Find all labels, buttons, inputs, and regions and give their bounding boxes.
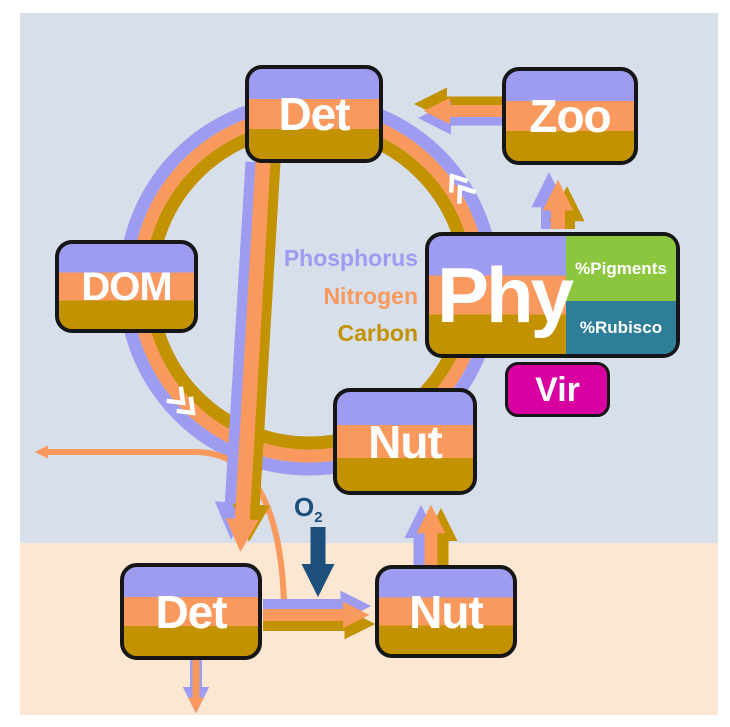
det-sinking-carbon [232, 161, 281, 542]
o2-label: O2 [294, 494, 323, 525]
o2-symbol: O [294, 492, 315, 522]
box-vir: Vir [505, 362, 610, 417]
box-nut-sediment-label: Nut [409, 585, 484, 638]
arrow-nut-sediment-to-water [404, 504, 458, 567]
det-sinking-nitrogen [225, 161, 271, 553]
box-nut-sediment: Nut [375, 565, 517, 658]
arrow-det-to-nut-sediment [263, 590, 376, 640]
box-zoo: Zoo [502, 67, 638, 165]
arrow-det-sinking [214, 161, 281, 553]
legend-phosphorus: Phosphorus [283, 245, 418, 271]
element-legend: Phosphorus Nitrogen Carbon [230, 240, 418, 353]
phy-rubisco-label: %Rubisco [579, 318, 663, 337]
box-det-water-label: Det [278, 88, 350, 140]
box-nut-water-label: Nut [368, 415, 443, 468]
box-nut-water: Nut [333, 388, 477, 495]
box-vir-label: Vir [535, 370, 580, 409]
chevron-icon [176, 396, 196, 416]
det-sinking-phosphorus [214, 161, 263, 540]
chevron-icon [166, 386, 186, 406]
ring-flow-chevrons [166, 173, 477, 416]
arrow-zoo-to-det [413, 87, 505, 135]
box-phy-label: Phy [436, 251, 574, 339]
box-dom-label: DOM [81, 264, 172, 309]
box-det-sediment: Det [120, 563, 262, 660]
arrow-phy-to-zoo [531, 172, 585, 229]
box-det-sediment-label: Det [155, 585, 227, 638]
phy-rubisco-cell: %Rubisco [566, 301, 676, 354]
chevron-icon [449, 173, 469, 193]
legend-carbon: Carbon [337, 320, 419, 346]
arrow-nitrogen-export [34, 445, 287, 604]
box-det-water: Det [245, 65, 383, 163]
o2-subscript: 2 [314, 509, 323, 527]
phy-pigments-label: %Pigments [575, 259, 667, 278]
phy-pigments-cell: %Pigments [566, 236, 676, 301]
nitrogen-export-line [34, 445, 287, 604]
box-phy: %Pigments %Rubisco Phy [425, 232, 680, 358]
box-dom: DOM [55, 240, 198, 333]
legend-nitrogen: Nitrogen [323, 282, 418, 309]
box-zoo-label: Zoo [529, 90, 611, 142]
chevron-icon [457, 184, 477, 204]
